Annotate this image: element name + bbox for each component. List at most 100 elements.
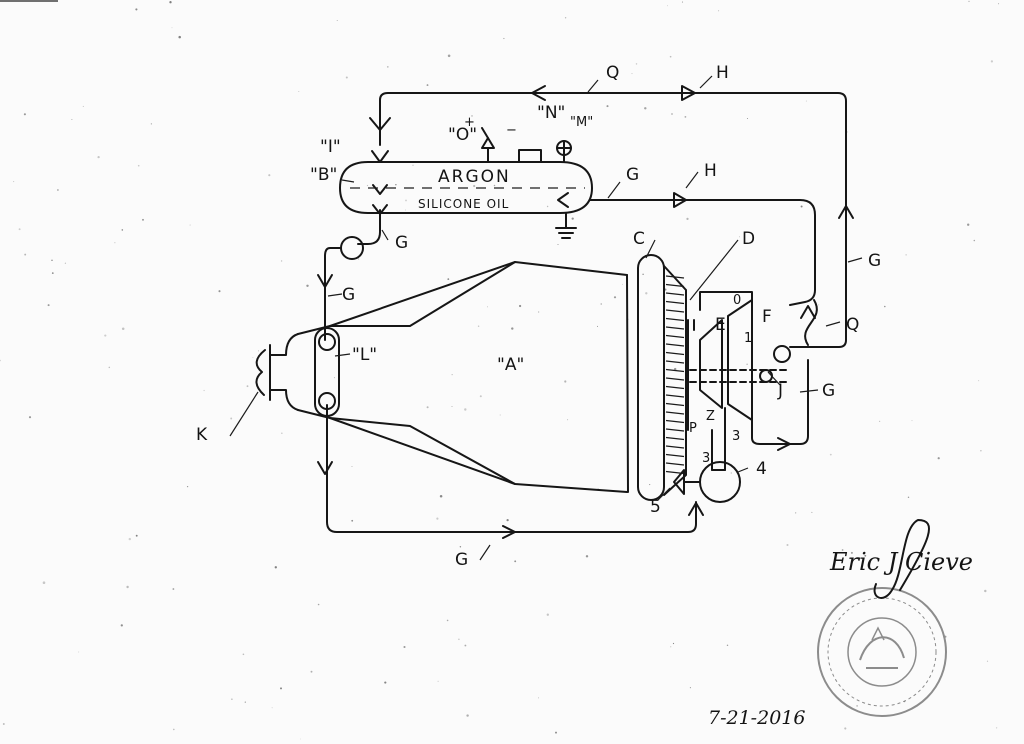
speckle xyxy=(271,707,273,709)
hatch-line xyxy=(665,360,685,364)
speckle xyxy=(386,66,389,68)
speckle xyxy=(479,395,482,398)
speckle xyxy=(689,687,691,689)
label-two: Z xyxy=(706,409,715,424)
turbine-e-f xyxy=(687,291,791,471)
speckle xyxy=(126,585,129,589)
speckle xyxy=(978,380,980,382)
speckle xyxy=(317,603,320,606)
label-p: P xyxy=(689,421,697,436)
speckle xyxy=(274,566,277,569)
hatch-line xyxy=(665,402,685,407)
hatch-line xyxy=(665,334,685,339)
label-j: J xyxy=(777,381,783,401)
speckle xyxy=(805,100,807,102)
hatch-line xyxy=(665,326,685,330)
speckle xyxy=(911,420,913,422)
label-g-rlow: G xyxy=(822,381,835,401)
speckle xyxy=(384,681,387,684)
speckle xyxy=(471,115,473,117)
signature-text: Eric J Cieve xyxy=(829,548,973,576)
bearing-j xyxy=(773,345,791,363)
speckle xyxy=(412,164,414,166)
speckle xyxy=(642,273,644,275)
speckle xyxy=(0,359,1,362)
speckle xyxy=(546,205,549,208)
speckle xyxy=(2,723,5,725)
tank-fluid-label: SILICONE OIL xyxy=(418,197,509,211)
speckle xyxy=(567,419,569,421)
speckle xyxy=(473,184,476,188)
label-a: "A" xyxy=(497,355,524,375)
speckle xyxy=(631,73,633,75)
hatch-line xyxy=(665,436,685,441)
speckle xyxy=(726,644,729,647)
linkage-l xyxy=(314,327,340,417)
speckle xyxy=(446,619,449,622)
speckle xyxy=(600,303,602,305)
speckle xyxy=(606,105,609,108)
speckle xyxy=(244,701,246,703)
hatch-line xyxy=(665,428,685,432)
label-m: "M" xyxy=(570,115,593,130)
flow-arrows xyxy=(317,85,854,539)
hatch-line xyxy=(665,453,685,458)
speckle xyxy=(426,406,429,409)
tank-fittings xyxy=(481,127,577,239)
speckle xyxy=(597,325,598,327)
speckle xyxy=(121,327,125,330)
label-h-top: H xyxy=(716,63,729,83)
signature-date: 7-21-2016 xyxy=(708,707,805,729)
pipe-lower-right-loop xyxy=(751,299,818,445)
speckle xyxy=(635,63,638,65)
speckle xyxy=(310,670,313,673)
speckle xyxy=(458,638,460,641)
speckle xyxy=(937,457,940,460)
speckle xyxy=(186,485,189,488)
gauge-box xyxy=(518,149,542,163)
label-q-right: Q xyxy=(846,315,859,335)
speckle xyxy=(464,644,467,647)
speckle xyxy=(71,119,73,120)
speckle xyxy=(518,304,522,308)
speckle xyxy=(673,367,677,371)
label-h-mid: H xyxy=(704,161,717,181)
speckle xyxy=(980,450,982,452)
speckle xyxy=(169,1,172,4)
speckle xyxy=(242,653,245,656)
speckle xyxy=(878,420,881,423)
speckle xyxy=(218,290,221,293)
label-five: 5 xyxy=(650,497,661,517)
speckle xyxy=(230,417,233,420)
speckle xyxy=(907,496,910,499)
speckle xyxy=(351,519,354,522)
speckle xyxy=(120,624,123,627)
speckle xyxy=(621,283,623,285)
speckle xyxy=(667,5,668,7)
speckle xyxy=(684,116,687,118)
speckle xyxy=(333,377,335,379)
label-g-bottom: G xyxy=(455,550,468,570)
speckle xyxy=(487,306,489,308)
speckle xyxy=(142,218,144,221)
hatch-line xyxy=(665,377,685,381)
speckle xyxy=(644,107,647,110)
speckle xyxy=(108,366,111,369)
speckle xyxy=(746,363,748,365)
leader-lines xyxy=(229,75,863,561)
speckle xyxy=(366,184,369,187)
speckle xyxy=(466,714,469,717)
argon-tank: ARGON SILICONE OIL xyxy=(339,161,593,214)
speckle xyxy=(856,705,858,707)
speckle xyxy=(984,589,987,593)
speckle xyxy=(447,278,450,280)
hatch-line xyxy=(665,368,685,373)
hatch-line xyxy=(665,462,685,466)
engine-body-a xyxy=(255,261,629,493)
speckle xyxy=(24,253,27,256)
label-d: D xyxy=(742,229,755,249)
label-four: 4 xyxy=(756,459,767,479)
speckle xyxy=(42,581,46,584)
